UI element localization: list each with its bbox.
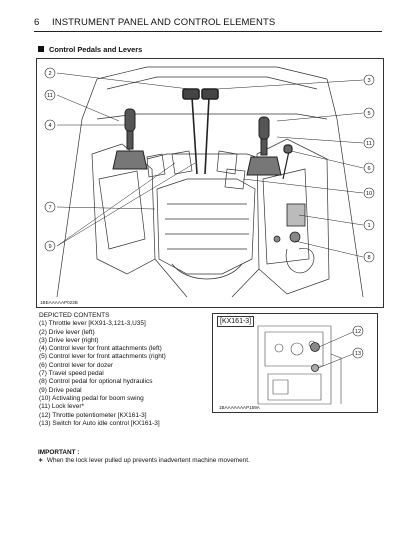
list-item: (3) Drive lever (right) — [39, 336, 99, 344]
callout-label: 5 — [367, 111, 370, 117]
model-label: [KX161-3] — [217, 316, 255, 327]
section-title: Control Pedals and Levers — [38, 45, 142, 54]
note-text: When the lock lever pulled up prevents i… — [46, 457, 250, 464]
contents-heading: DEPICTED CONTENTS — [39, 312, 110, 319]
main-figure: 2 11 4 7 9 3 5 11 6 10 1 8 1BEAAAAAP023B — [36, 58, 384, 308]
callout-label: 2 — [48, 71, 51, 77]
important-label: IMPORTANT : — [38, 449, 80, 456]
list-item: (8) Control pedal for optional hydraulic… — [39, 378, 153, 386]
bullet-square-icon — [38, 46, 44, 52]
page-title: INSTRUMENT PANEL AND CONTROL ELEMENTS — [52, 17, 276, 28]
list-item: (10) Activating pedal for boom swing — [39, 394, 144, 402]
page-header: 6 INSTRUMENT PANEL AND CONTROL ELEMENTS — [34, 17, 382, 32]
callout-label: 3 — [367, 78, 370, 84]
list-item: (1) Throttle lever [KX91-3,121-3,U35] — [39, 320, 146, 328]
list-item: (13) Switch for Auto idle control [KX161… — [39, 419, 160, 427]
figure-code: 1BAAAAAAAP159A — [219, 405, 260, 410]
list-item: (9) Drive pedal — [39, 386, 82, 394]
callout-markers — [44, 67, 375, 263]
important-note: IMPORTANT : ∗ When the lock lever pulled… — [38, 449, 250, 465]
list-item: (12) Throttle potentiometer [KX161-3] — [39, 411, 147, 419]
depicted-contents: DEPICTED CONTENTS (1) Throttle lever [KX… — [39, 312, 166, 428]
list-item: (5) Control lever for front attachments … — [39, 353, 166, 361]
inset-figure: 12 13 [KX161-3] 1BAAAAAAAP159A — [212, 313, 378, 413]
list-item: (2) Drive lever (left) — [39, 328, 95, 336]
callout-label: 13 — [355, 351, 361, 357]
important-text: ∗ When the lock lever pulled up prevents… — [38, 457, 250, 464]
callout-label: 10 — [366, 191, 372, 197]
callout-label: 8 — [367, 255, 370, 261]
list-item: (11) Lock lever* — [39, 403, 85, 411]
list-item: (6) Control lever for dozer — [39, 361, 114, 369]
figure-code: 1BEAAAAAP023B — [40, 300, 78, 305]
panel-illustration: 12 13 — [257, 325, 364, 405]
callout-label: 6 — [367, 166, 370, 172]
callout-label: 11 — [366, 141, 372, 147]
callout-label: 1 — [367, 223, 370, 229]
callout-label: 4 — [48, 123, 51, 129]
list-item: (7) Travel speed pedal — [39, 370, 104, 378]
list-item: (4) Control lever for front attachments … — [39, 345, 162, 353]
callout-label: 12 — [355, 329, 361, 335]
callout-label: 11 — [47, 93, 53, 99]
callout-label: 9 — [48, 244, 51, 250]
cab-illustration: 2 11 4 7 9 3 5 11 6 10 1 8 — [44, 66, 375, 298]
callout-label: 7 — [48, 205, 51, 211]
page-number: 6 — [34, 17, 40, 28]
section-title-text: Control Pedals and Levers — [49, 45, 143, 54]
